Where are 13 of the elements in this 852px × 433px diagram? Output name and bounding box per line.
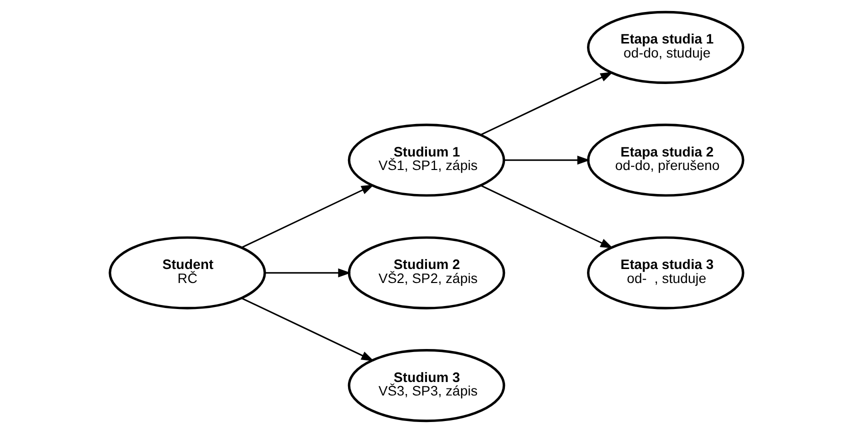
node-ellipse: Etapa studia 3 od- , studuje — [586, 236, 744, 310]
node-ellipse: Student RČ — [108, 236, 266, 310]
node-ellipse: Studium 2 VŠ2, SP2, zápis — [347, 236, 505, 310]
node-ellipse: Studium 3 VŠ3, SP3, zápis — [347, 349, 505, 422]
arrow — [264, 268, 350, 278]
node-ellipse: Studium 1 VŠ1, SP1, zápis — [347, 124, 505, 197]
arrow — [480, 184, 613, 248]
arrow — [240, 298, 374, 362]
arrow — [504, 156, 590, 165]
arrow — [240, 184, 374, 248]
arrow — [480, 72, 613, 136]
node-ellipse: Etapa studia 2 od-do, přerušeno — [586, 124, 744, 197]
node-ellipse: Etapa studia 1 od-do, studuje — [586, 10, 744, 84]
